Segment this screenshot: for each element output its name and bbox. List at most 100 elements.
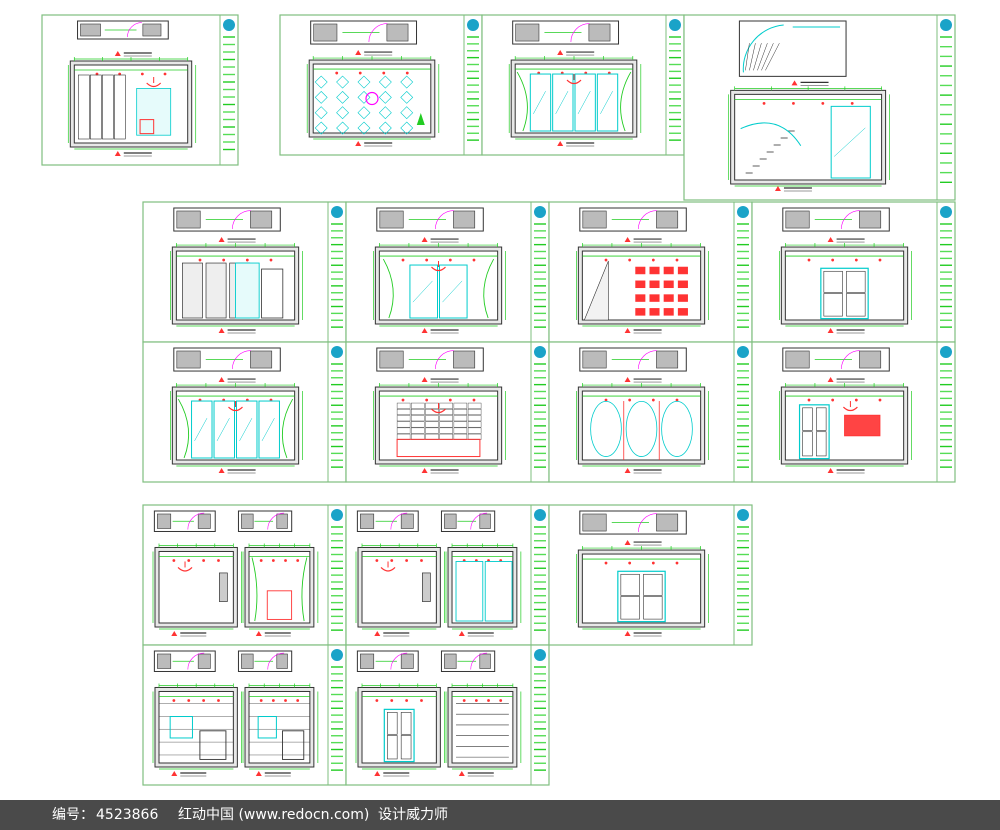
chandelier-icon	[177, 567, 193, 572]
headboard-tile	[425, 427, 439, 434]
downlight-icon	[499, 699, 503, 702]
downlight-icon	[245, 258, 249, 262]
plan-strip	[512, 20, 620, 45]
company-logo-icon	[534, 509, 546, 521]
section-marker-icon	[114, 51, 121, 56]
drawing-sheet	[142, 341, 347, 483]
headboard-tile	[467, 427, 482, 434]
door-swing-icon	[638, 210, 657, 230]
section-marker-icon	[355, 50, 362, 56]
glass-reflection	[600, 91, 613, 115]
downlight-icon	[604, 258, 608, 262]
drawing-sheet	[751, 201, 956, 343]
plan-strip	[440, 510, 496, 532]
door-panel	[643, 596, 663, 620]
section-marker-icon	[171, 771, 178, 776]
company-logo-icon	[669, 19, 681, 31]
downlight-icon	[807, 258, 811, 262]
downlight-icon	[878, 398, 882, 402]
downlight-icon	[854, 398, 858, 402]
door-panel	[620, 573, 640, 596]
plan-wall	[582, 350, 607, 369]
company-logo-icon	[331, 346, 343, 358]
section-marker-icon	[421, 377, 428, 383]
painting-icon	[844, 414, 881, 437]
headboard-tile	[467, 402, 482, 409]
downlight-icon	[675, 398, 679, 402]
section-marker-icon	[624, 540, 631, 546]
section-marker-icon	[624, 328, 631, 333]
door-panel	[387, 712, 398, 735]
section-marker-icon	[218, 377, 225, 383]
door-panel	[802, 431, 813, 457]
ceiling-tile	[314, 75, 328, 89]
door-swing-icon	[470, 512, 488, 530]
shelf-item-icon	[677, 294, 688, 302]
downlight-icon	[807, 398, 811, 402]
door-swing-icon	[187, 652, 205, 670]
curtain-icon	[177, 398, 190, 459]
stair-step	[753, 43, 762, 71]
plan-wall	[400, 653, 414, 669]
headboard-tile	[411, 415, 425, 422]
section-marker-icon	[827, 328, 834, 333]
section-marker-icon	[255, 771, 262, 776]
shelf-item-icon	[635, 308, 646, 316]
plan-wall	[276, 653, 288, 669]
downlight-icon	[198, 258, 202, 262]
curtain-icon	[281, 398, 294, 459]
plan-wall	[142, 23, 162, 37]
plan-wall	[379, 210, 404, 229]
plan-wall	[479, 513, 491, 529]
ceiling-tile	[336, 75, 350, 89]
downlight-icon	[628, 258, 632, 262]
ceiling-tile	[314, 90, 328, 104]
plan-wall	[444, 513, 457, 529]
downlight-icon	[472, 258, 476, 262]
bed-icon	[396, 438, 481, 458]
plan-wall	[515, 23, 540, 42]
elevation-frame	[451, 690, 514, 764]
glass-panel	[258, 400, 280, 459]
downlight-icon	[472, 398, 476, 402]
ceiling-tile	[336, 106, 350, 120]
company-logo-icon	[534, 649, 546, 661]
glass-reflection	[555, 91, 569, 115]
ceiling-tile	[378, 106, 392, 120]
plan-strip	[782, 347, 890, 372]
drawing-sheet	[751, 341, 956, 483]
drawing-sheet	[41, 14, 239, 166]
downlight-icon	[95, 72, 99, 76]
downlight-icon	[604, 561, 608, 565]
section-marker-icon	[624, 237, 631, 243]
plan-strip	[77, 20, 169, 40]
plan-strip	[153, 650, 216, 672]
door-swing-icon	[435, 350, 454, 370]
company-logo-icon	[940, 19, 952, 31]
plan-strip	[237, 650, 293, 672]
door-panel	[400, 712, 412, 735]
door-swing-icon	[470, 652, 488, 670]
door-swing-icon	[435, 210, 454, 230]
mirror-icon	[257, 716, 277, 739]
downlight-icon	[335, 71, 339, 75]
plan-wall	[360, 653, 375, 669]
shelf-item-icon	[635, 266, 646, 275]
curtain-icon	[516, 71, 528, 132]
shelf-item-icon	[649, 266, 660, 275]
downlight-icon	[651, 398, 655, 402]
chandelier-icon	[146, 82, 162, 88]
plan-wall	[582, 210, 607, 229]
glass-panel	[574, 73, 596, 132]
plan-wall	[197, 653, 211, 669]
plan-strip	[153, 510, 216, 532]
plan-wall	[176, 210, 201, 229]
door-swing-icon	[127, 22, 142, 38]
drawing-sheet	[548, 341, 753, 483]
headboard-tile	[439, 427, 453, 434]
vanity-icon	[282, 730, 305, 760]
section-marker-icon	[458, 631, 465, 636]
curtain-icon	[382, 258, 394, 319]
ceiling-tile	[378, 75, 392, 89]
shelf-item-icon	[677, 266, 688, 275]
